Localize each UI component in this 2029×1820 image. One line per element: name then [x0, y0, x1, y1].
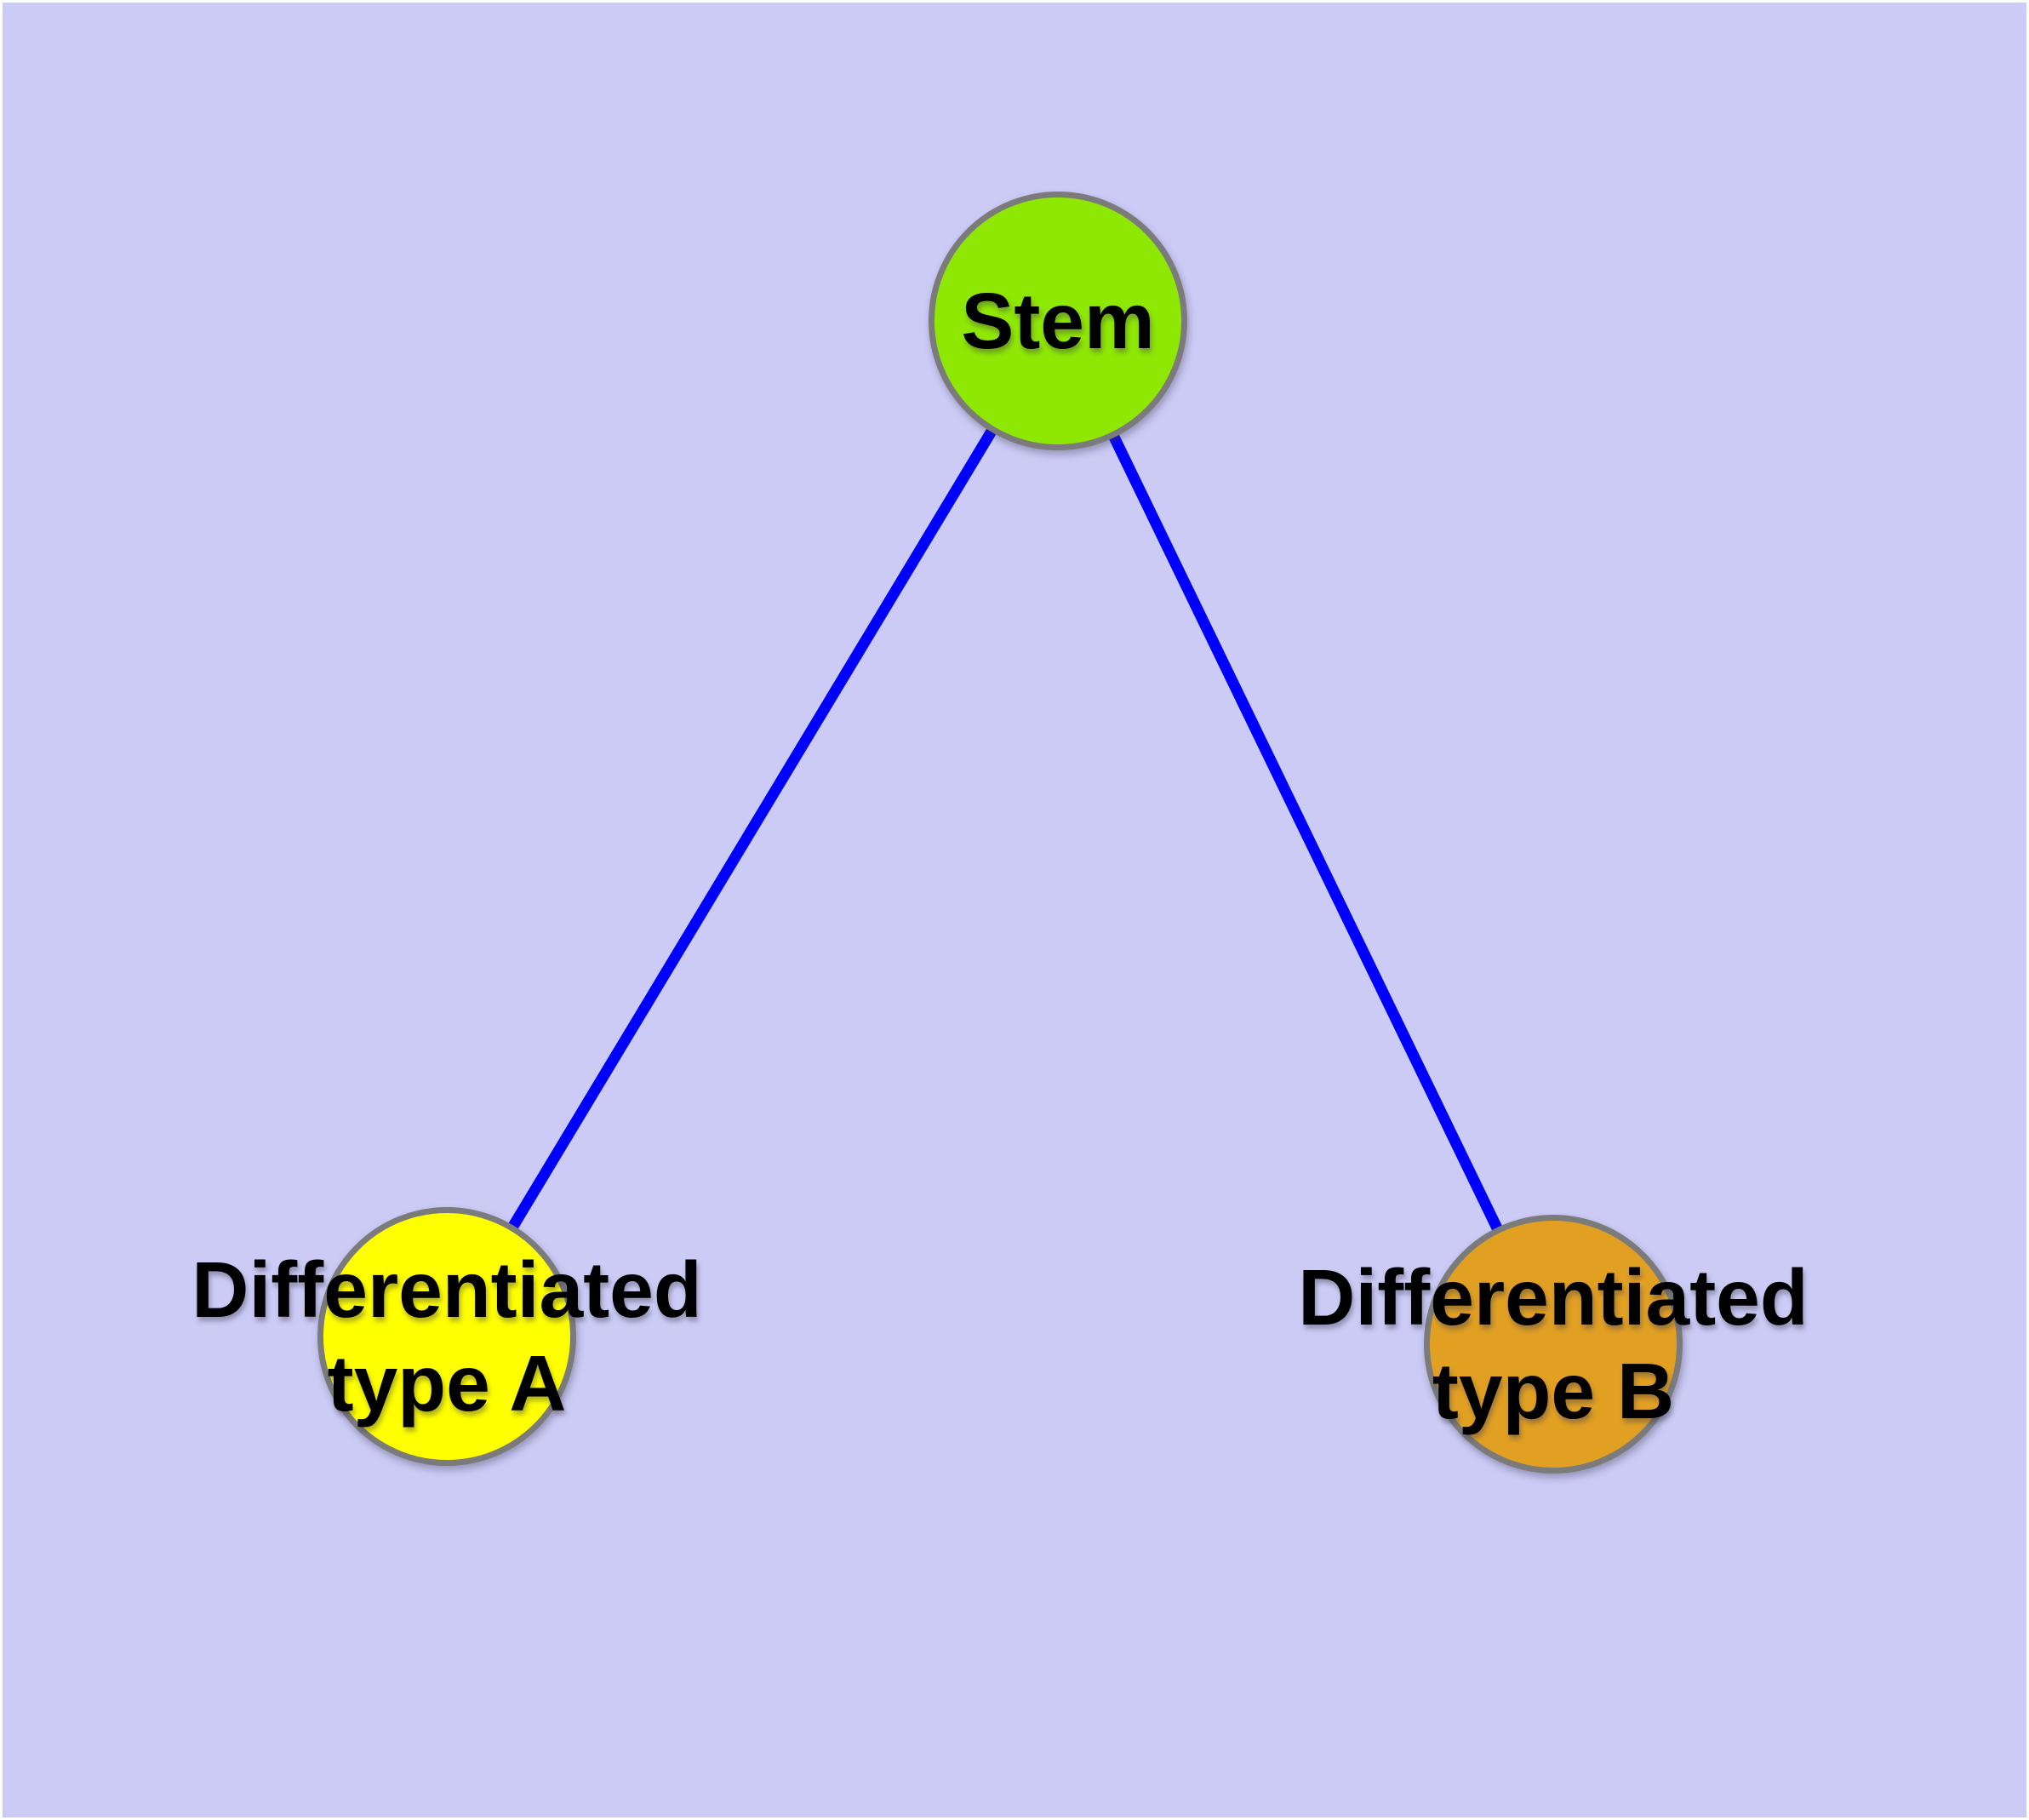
type-a-label-line-2: type A	[327, 1339, 567, 1428]
stem-label-line: Stem	[961, 277, 1155, 365]
edge-stem-to-type-b	[1053, 318, 1558, 1347]
type-a-label-line-1: Differentiated	[191, 1245, 702, 1334]
stem-node-circle[interactable]	[929, 192, 1187, 450]
diagram-canvas: Stem Differentiated type A Differentiate…	[3, 3, 2026, 1817]
differentiated-type-a-node-circle[interactable]	[317, 1207, 576, 1466]
differentiated-type-b-node-label: Differentiated type B	[1298, 1251, 1808, 1438]
differentiated-type-a-node-label: Differentiated type A	[191, 1243, 701, 1430]
type-b-label-line-1: Differentiated	[1298, 1253, 1809, 1342]
stem-node-label: Stem	[961, 274, 1154, 368]
edge-stem-to-type-a	[442, 318, 1063, 1340]
edge-layer	[442, 318, 1558, 1347]
type-b-label-line-2: type B	[1432, 1347, 1675, 1435]
differentiated-type-b-node-circle[interactable]	[1424, 1215, 1683, 1474]
